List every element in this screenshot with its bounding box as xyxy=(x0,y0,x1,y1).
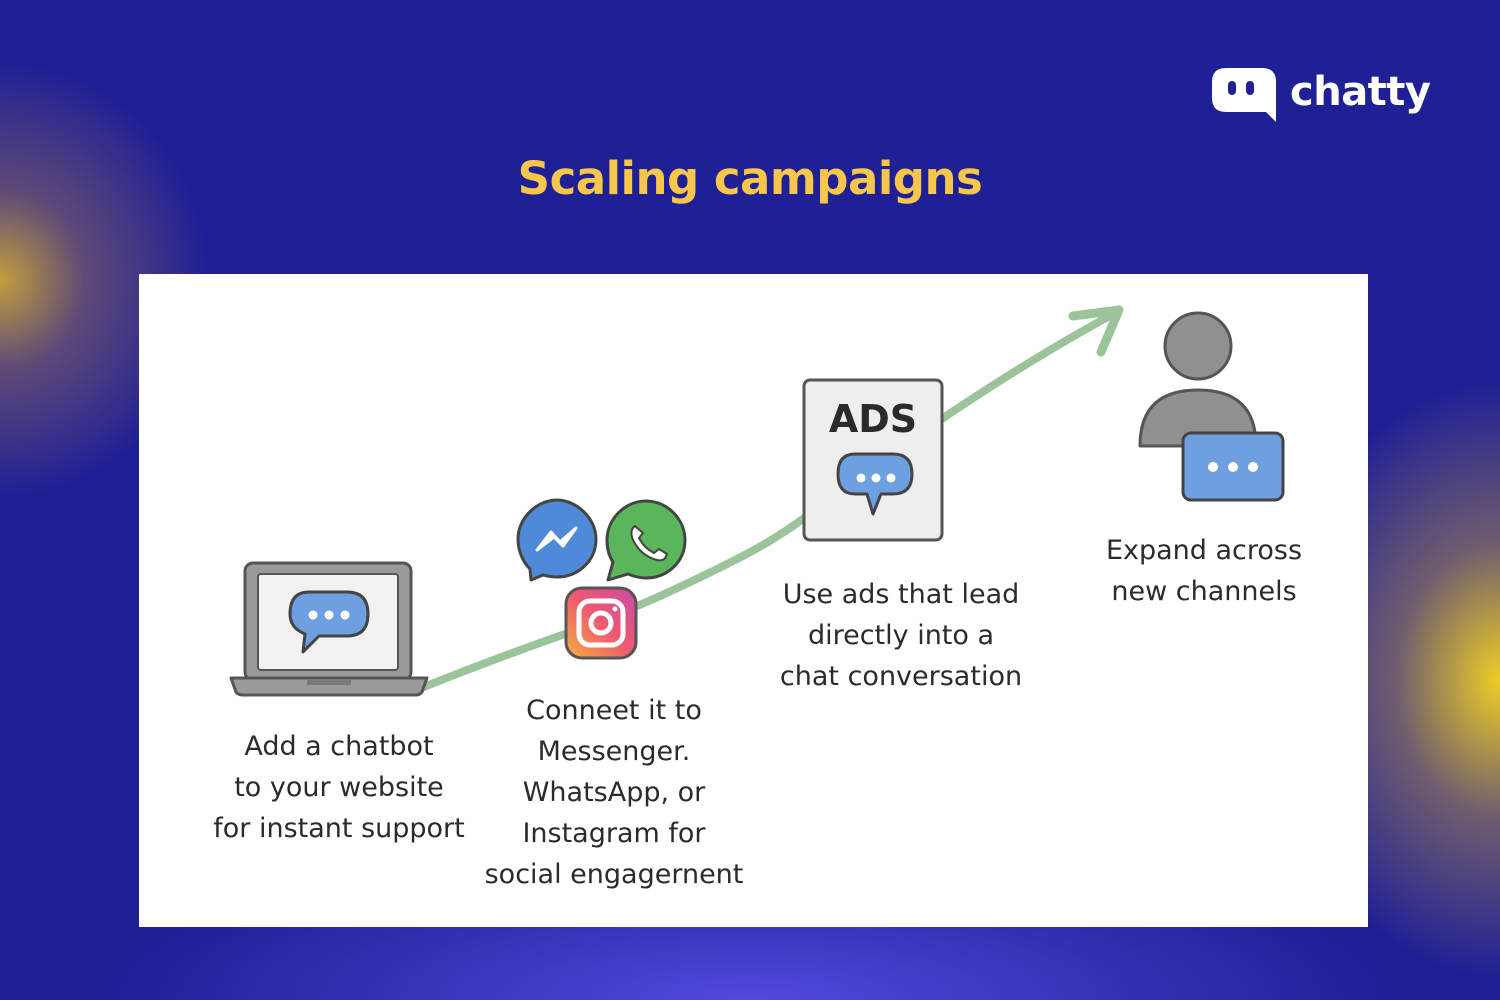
caption-line: to your website xyxy=(234,772,444,803)
caption-line: Expand across xyxy=(1105,535,1303,566)
diagram-graphics: ADS xyxy=(229,305,1285,697)
caption-line: Add a chatbot xyxy=(244,731,434,762)
caption-line: directly into a xyxy=(807,620,995,651)
person-chat-icon xyxy=(1138,311,1285,502)
step-2-caption: Conneet it to Messenger. WhatsApp, or In… xyxy=(464,690,764,895)
chat-bubble-eyes-icon xyxy=(1212,68,1276,122)
page-title: Scaling campaigns xyxy=(517,152,983,205)
caption-line: for instant support xyxy=(213,813,465,844)
caption-line: social engagernent xyxy=(484,859,744,890)
caption-line: Instagram for xyxy=(522,818,706,849)
step-3-caption: Use ads that lead directly into a chat c… xyxy=(751,574,1051,697)
caption-line: WhatsApp, or xyxy=(522,777,706,808)
diagram-card: ADS Add a chatbot to your website for in… xyxy=(139,274,1368,927)
growth-arrow xyxy=(420,305,1124,691)
caption-line: Messenger. xyxy=(537,736,691,767)
messenger-icon xyxy=(516,498,598,582)
brand-logo[interactable]: chatty xyxy=(1210,66,1431,126)
caption-line: Conneet it to xyxy=(526,695,702,726)
whatsapp-icon xyxy=(605,499,687,582)
caption-line: new channels xyxy=(1111,576,1297,607)
ads-badge-text: ADS xyxy=(829,397,917,441)
ads-chat-icon: ADS xyxy=(802,378,944,542)
instagram-icon xyxy=(564,586,638,660)
step-1-caption: Add a chatbot to your website for instan… xyxy=(189,726,489,849)
brand-name: chatty xyxy=(1290,69,1431,115)
laptop-chat-icon xyxy=(229,561,429,697)
step-4-caption: Expand across new channels xyxy=(1049,530,1359,612)
caption-line: Use ads that lead xyxy=(782,579,1020,610)
caption-line: chat conversation xyxy=(779,661,1023,692)
